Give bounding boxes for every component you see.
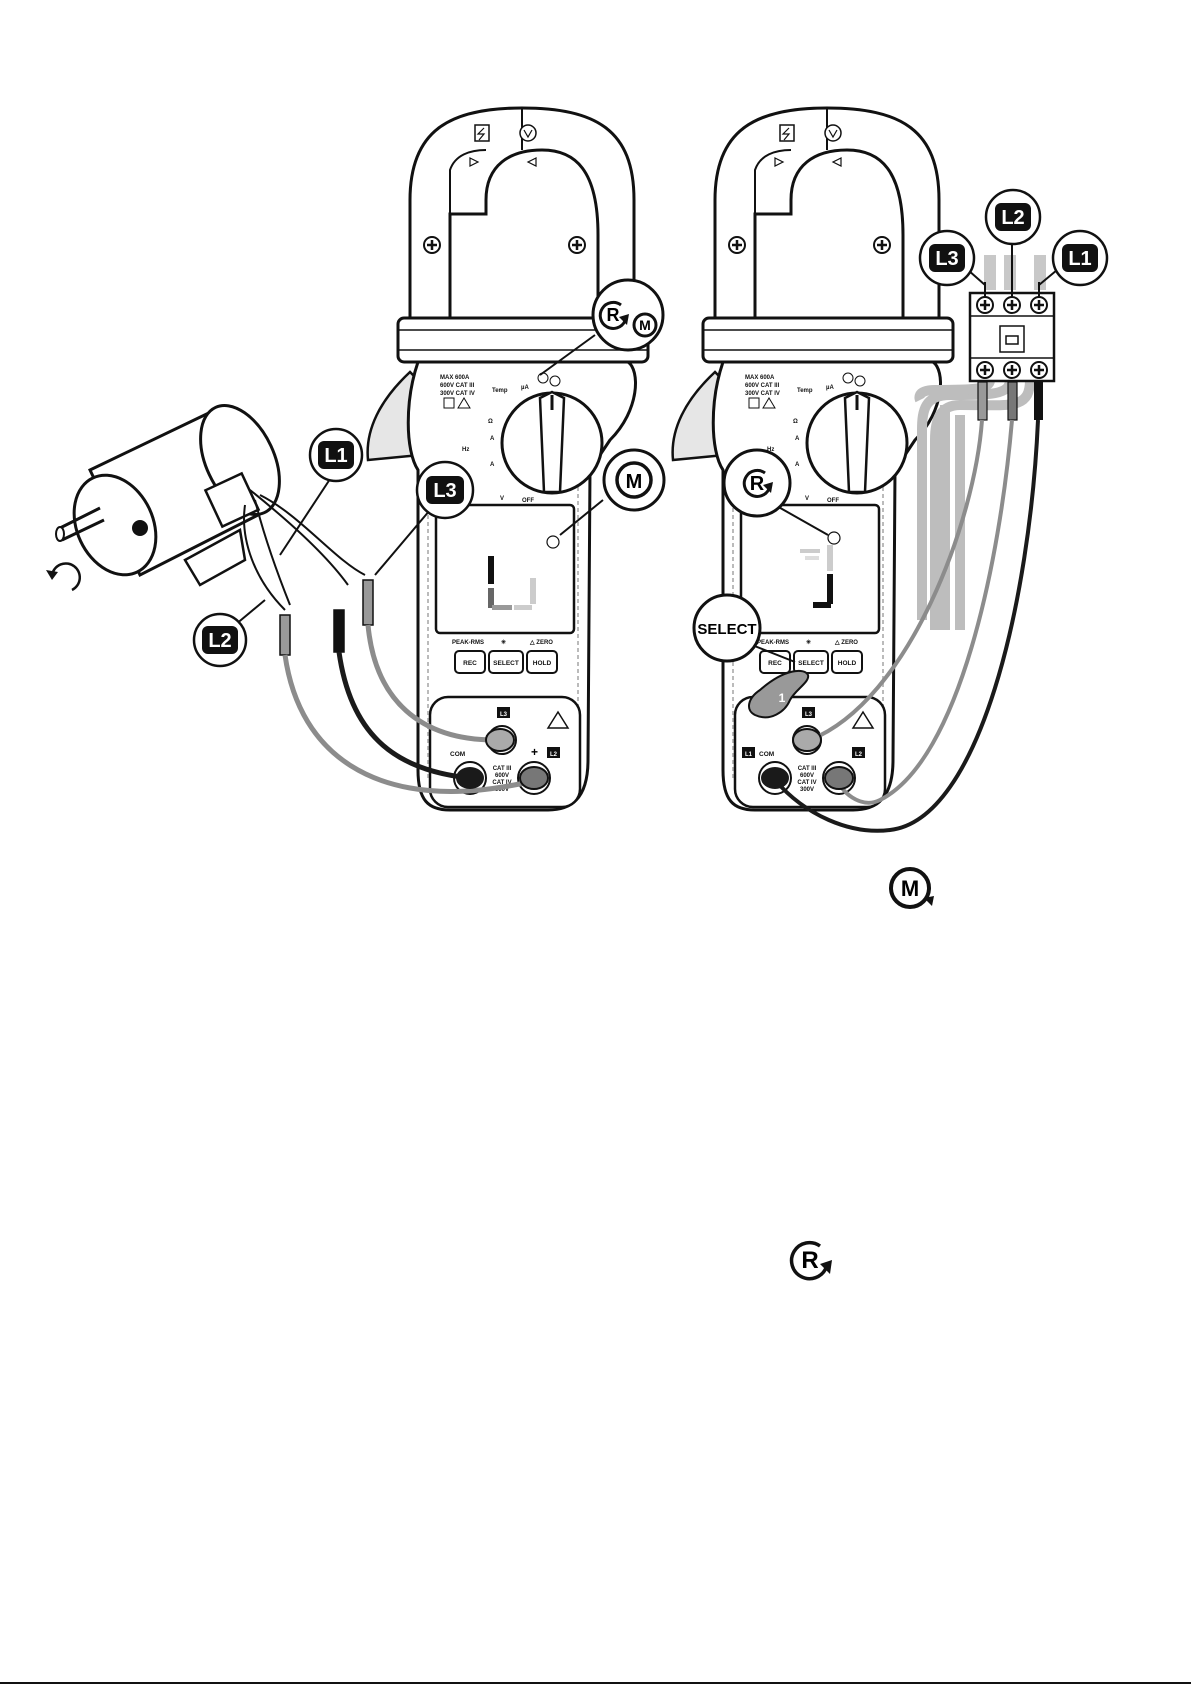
- svg-text:L2: L2: [1001, 207, 1024, 229]
- hold-button[interactable]: HOLD: [832, 651, 862, 673]
- rotation-arrow-icon: [52, 563, 80, 590]
- badge-l1-left: L1: [280, 429, 362, 555]
- backlight-icon: ✳: [501, 639, 506, 646]
- jack-l1-label: L1: [745, 752, 753, 758]
- svg-text:L1: L1: [1068, 248, 1091, 270]
- jack-l3-label: L3: [805, 712, 813, 718]
- dial-amp-label-2: A: [490, 462, 495, 468]
- svg-text:HOLD: HOLD: [533, 660, 552, 667]
- r-symbol-standalone: R: [792, 1243, 832, 1279]
- jack-l2-label: L2: [855, 752, 863, 758]
- svg-text:L2: L2: [208, 630, 231, 652]
- r-standalone-icon: R: [801, 1247, 818, 1274]
- rating-line-3: 300V CAT IV: [440, 391, 475, 397]
- zero-label: △ ZERO: [529, 639, 553, 646]
- cat-line-3: CAT IV: [797, 780, 816, 786]
- zero-label: △ ZERO: [834, 639, 858, 646]
- finger-step-number: 1: [779, 691, 786, 705]
- clamp-meter-right: MAX 600A 600V CAT III 300V CAT IV Temp µ…: [673, 108, 953, 810]
- dial-ohm-label: Ω: [793, 419, 798, 425]
- jack-plus-label: +: [531, 745, 538, 759]
- jack-com-label: COM: [759, 751, 774, 758]
- svg-text:SELECT: SELECT: [798, 660, 824, 667]
- badge-l3-right: L3: [920, 231, 985, 285]
- svg-text:L3: L3: [433, 480, 456, 502]
- svg-text:R: R: [750, 473, 765, 495]
- svg-text:M: M: [639, 317, 651, 333]
- m-symbol-icon: M: [626, 471, 643, 493]
- dial-volt-label: V: [500, 496, 504, 502]
- cat-line-2: 600V: [800, 773, 814, 779]
- cat-line-1: CAT III: [798, 766, 817, 772]
- cat-line-4: 300V: [800, 787, 814, 793]
- dial-amp-label-1: A: [490, 436, 495, 442]
- dial-off-label: OFF: [522, 498, 534, 504]
- rating-line-1: MAX 600A: [745, 375, 775, 381]
- motor-illustration: [46, 393, 295, 590]
- clamp-meter-left: MAX 600A 600V CAT III 300V CAT IV Temp µ…: [368, 108, 648, 810]
- svg-text:REC: REC: [768, 660, 782, 667]
- svg-text:L3: L3: [935, 248, 958, 270]
- m-symbol-standalone: M: [891, 869, 934, 907]
- dial-off-label: OFF: [827, 498, 839, 504]
- peak-rms-label: PEAK-RMS: [452, 640, 484, 646]
- svg-text:REC: REC: [463, 660, 477, 667]
- cat-line-1: CAT III: [493, 766, 512, 772]
- dial-temp-label: Temp: [492, 388, 508, 394]
- m-rotation-icon: M: [634, 314, 656, 336]
- svg-text:R: R: [607, 305, 620, 325]
- rating-line-3: 300V CAT IV: [745, 391, 780, 397]
- hold-button[interactable]: HOLD: [527, 651, 557, 673]
- svg-text:SELECT: SELECT: [493, 660, 519, 667]
- rotary-dial[interactable]: [807, 392, 907, 493]
- rating-line-2: 600V CAT III: [440, 383, 475, 389]
- dial-ua-label: µA: [826, 385, 834, 391]
- peak-rms-label: PEAK-RMS: [757, 640, 789, 646]
- jack-com-label: COM: [450, 751, 465, 758]
- dial-hz-label: Hz: [462, 447, 469, 453]
- cat-line-2: 600V: [495, 773, 509, 779]
- badge-l2-left: L2: [194, 600, 265, 666]
- svg-text:HOLD: HOLD: [838, 660, 857, 667]
- backlight-icon: ✳: [806, 639, 811, 646]
- badge-l1-right: L1: [1039, 231, 1107, 285]
- jack-l2-label: L2: [550, 752, 558, 758]
- rating-line-1: MAX 600A: [440, 375, 470, 381]
- dial-ua-label: µA: [521, 385, 529, 391]
- rating-line-2: 600V CAT III: [745, 383, 780, 389]
- dial-volt-label: V: [805, 496, 809, 502]
- select-button[interactable]: SELECT: [489, 651, 523, 673]
- jack-l3-label: L3: [500, 712, 508, 718]
- lcd-display: [436, 505, 574, 633]
- select-button[interactable]: SELECT: [794, 651, 828, 673]
- rotary-dial[interactable]: [502, 392, 602, 493]
- m-standalone-icon: M: [901, 876, 919, 901]
- dial-temp-label: Temp: [797, 388, 813, 394]
- select-callout-label: SELECT: [697, 621, 756, 638]
- rec-button[interactable]: REC: [455, 651, 485, 673]
- dial-amp-label-2: A: [795, 462, 800, 468]
- dial-ohm-label: Ω: [488, 419, 493, 425]
- svg-text:L1: L1: [324, 445, 347, 467]
- dial-amp-label-1: A: [795, 436, 800, 442]
